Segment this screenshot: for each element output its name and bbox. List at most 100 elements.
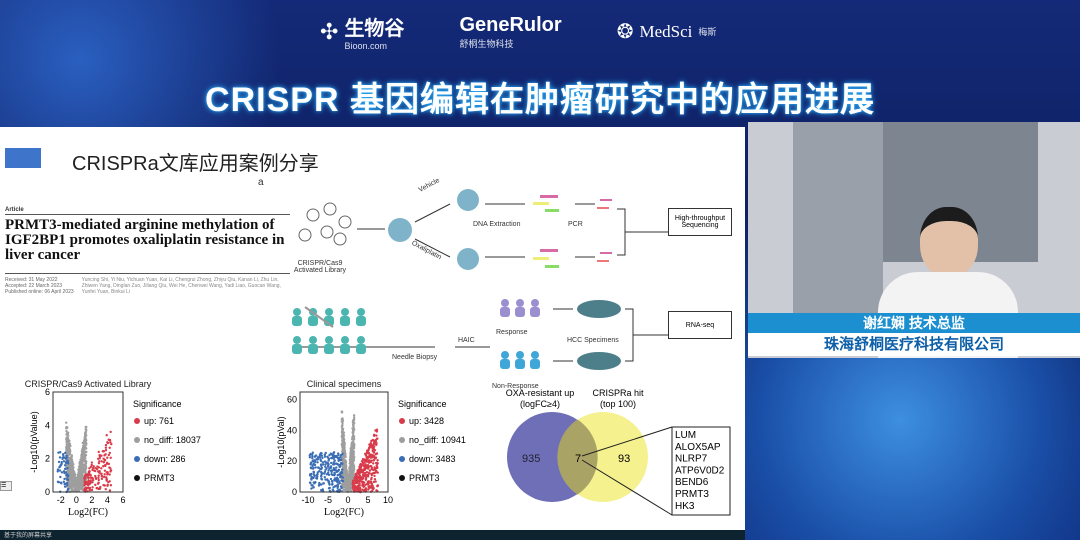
- point-up: [109, 441, 112, 444]
- point-up: [102, 450, 105, 453]
- point-down: [319, 452, 323, 455]
- point-up: [107, 462, 111, 466]
- point-up: [91, 466, 95, 470]
- legend-label: down: 3483: [409, 454, 456, 464]
- point-up: [372, 433, 376, 436]
- point-down: [315, 473, 318, 477]
- venn-diagram: OXA-resistant up(logFC≥4)CRISPRa hit(top…: [506, 388, 731, 516]
- point-down: [327, 463, 330, 466]
- point-nodiff: [72, 471, 75, 474]
- point-nodiff: [73, 489, 76, 492]
- venn-count: 7: [575, 453, 581, 465]
- point-nodiff: [341, 427, 345, 431]
- person-icon: [515, 359, 525, 369]
- legend-title: Significance: [133, 399, 182, 409]
- point-nodiff: [65, 421, 68, 424]
- point-nodiff: [342, 482, 345, 485]
- logo-sub: 梅斯: [698, 27, 717, 37]
- point-up: [353, 484, 357, 488]
- point-nodiff: [349, 451, 352, 454]
- point-up: [89, 479, 92, 482]
- person-icon: [516, 351, 524, 359]
- point-down: [311, 464, 314, 468]
- point-nodiff: [73, 472, 76, 476]
- point-nodiff: [65, 429, 68, 433]
- point-down: [314, 454, 317, 458]
- shared-slide: CRISPRa文库应用案例分享 Article PRMT3-mediated a…: [0, 127, 745, 530]
- point-up: [368, 469, 372, 472]
- x-tick-label: 6: [120, 495, 125, 505]
- point-up: [376, 466, 379, 469]
- point-down: [326, 478, 329, 481]
- point-down: [329, 461, 333, 465]
- point-down: [325, 473, 329, 476]
- point-up: [101, 475, 104, 478]
- legend-marker: [399, 475, 405, 481]
- point-nodiff: [84, 466, 87, 469]
- point-up: [367, 451, 370, 455]
- person-icon: [356, 316, 366, 326]
- point-down: [62, 454, 65, 457]
- point-up: [366, 449, 369, 453]
- point-down: [309, 463, 312, 466]
- point-up: [373, 455, 376, 458]
- point-up: [376, 484, 380, 487]
- legend-label: up: 3428: [409, 416, 444, 426]
- person-icon: [341, 336, 349, 344]
- point-down: [323, 470, 327, 473]
- point-down: [336, 473, 339, 477]
- point-up: [358, 482, 361, 486]
- callout-line: [581, 459, 673, 516]
- point-nodiff: [352, 435, 356, 438]
- y-tick-label: 60: [287, 395, 297, 405]
- point-down: [340, 486, 343, 490]
- y-axis-label: -Log10(pVal): [276, 416, 286, 467]
- point-down: [312, 486, 315, 489]
- point-down: [309, 461, 313, 464]
- point-down: [329, 452, 333, 456]
- point-down: [325, 467, 328, 470]
- point-up: [371, 438, 375, 442]
- y-tick-label: 40: [287, 425, 297, 435]
- point-down: [316, 471, 319, 474]
- slide-menu-icon[interactable]: ☰: [0, 481, 12, 491]
- chart-title: Clinical specimens: [307, 379, 382, 389]
- point-nodiff: [350, 461, 354, 465]
- x-axis-label: Log2(FC): [68, 507, 108, 518]
- window-shade: [793, 122, 883, 322]
- person-icon: [501, 351, 509, 359]
- point-nodiff: [352, 418, 355, 422]
- point-up: [366, 463, 370, 467]
- point-down: [58, 466, 61, 469]
- speaker-name: 谢红娴 技术总监: [748, 313, 1080, 333]
- point-up: [95, 487, 98, 490]
- point-up: [362, 485, 365, 488]
- point-nodiff: [66, 445, 70, 449]
- point-down: [312, 473, 316, 476]
- point-down: [58, 450, 62, 454]
- point-nodiff: [67, 451, 70, 455]
- point-up: [102, 461, 106, 464]
- dna-fragments: [533, 195, 612, 268]
- point-nodiff: [84, 464, 88, 467]
- point-down: [328, 483, 331, 486]
- point-nodiff: [70, 486, 74, 489]
- x-axis-label: Log2(FC): [324, 507, 364, 518]
- point-up: [354, 489, 357, 492]
- event-title: CRISPR 基因编辑在肿瘤研究中的应用进展: [205, 81, 875, 119]
- point-down: [335, 466, 338, 469]
- plot-frame: [299, 391, 389, 493]
- point-up: [109, 484, 113, 487]
- point-up: [95, 467, 99, 471]
- point-down: [308, 456, 312, 459]
- point-up: [361, 473, 365, 477]
- logo-sub: Bioon.com: [344, 41, 387, 51]
- point-up: [86, 482, 90, 486]
- point-down: [66, 481, 69, 485]
- gene-name: HK3: [675, 501, 695, 512]
- point-up: [375, 442, 378, 445]
- point-up: [370, 476, 373, 480]
